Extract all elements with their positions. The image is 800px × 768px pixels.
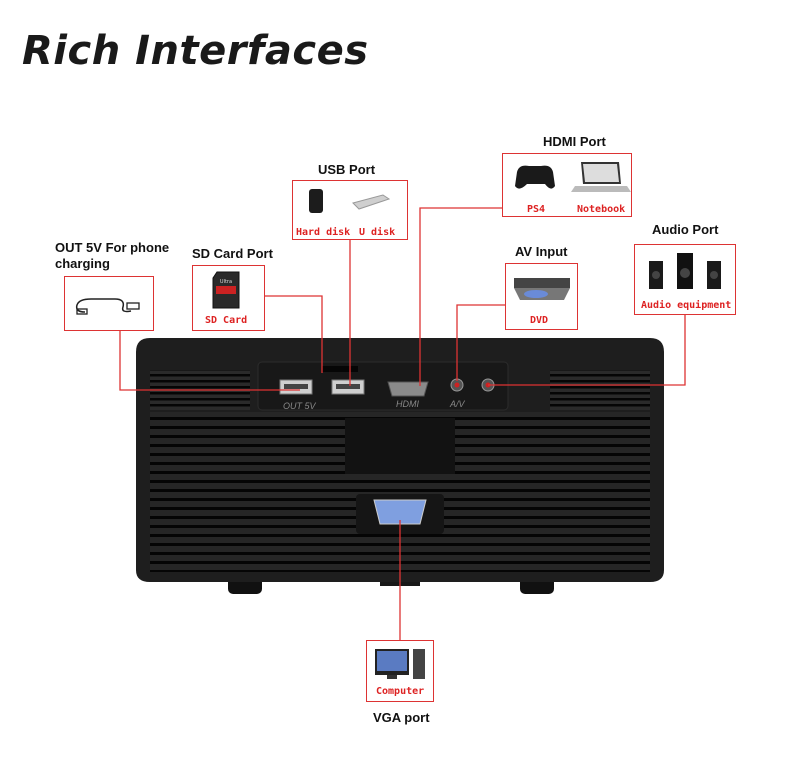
usb-cable-icon [75, 298, 140, 315]
gamepad-icon [515, 165, 555, 189]
fan-panel [345, 418, 455, 474]
svg-text:Ultra: Ultra [220, 279, 232, 285]
usb-out5v-port [279, 379, 313, 395]
dvd-player-icon [514, 278, 570, 300]
hdmi-port-label: HDMI Port [543, 134, 606, 149]
usb-devices-box: Hard disk U disk [292, 180, 408, 240]
out5v-panel-mark: OUT 5V [283, 401, 316, 411]
u-disk-caption: U disk [359, 227, 396, 238]
notebook-caption: Notebook [577, 204, 626, 215]
audio-equipment-caption: Audio equipment [641, 300, 732, 311]
speakers-icon [649, 253, 721, 289]
sd-card-label: SD Card Port [192, 246, 273, 261]
hard-disk-caption: Hard disk [296, 227, 351, 238]
phone-cable-box [64, 276, 154, 331]
audio-port-label: Audio Port [652, 222, 719, 237]
usb-drive-icons [309, 189, 391, 213]
av-jack [450, 378, 464, 392]
right-foot [520, 570, 554, 594]
sd-card-box: Ultra SD Card [192, 265, 265, 331]
laptop-icon [571, 162, 631, 192]
vga-port-label: VGA port [373, 710, 430, 725]
top-left-grille [150, 370, 250, 410]
audio-equipment-box: Audio equipment [634, 244, 736, 315]
usb-port [331, 379, 365, 395]
av-input-label: AV Input [515, 244, 568, 259]
computer-box: Computer [366, 640, 434, 702]
computer-caption: Computer [376, 686, 425, 697]
main-grille [150, 412, 650, 572]
vga-port [373, 499, 427, 525]
sd-card-caption: SD Card [205, 315, 248, 326]
vga-panel [356, 494, 444, 534]
sd-slot [322, 366, 358, 372]
dvd-box: DVD [505, 263, 578, 330]
hdmi-panel-mark: HDMI [396, 399, 419, 409]
page-title: Rich Interfaces [22, 28, 369, 74]
ps4-caption: PS4 [527, 204, 546, 215]
usb-port-label: USB Port [318, 162, 376, 177]
projector-body [136, 338, 664, 582]
sd-card-icon: Ultra [212, 271, 240, 309]
center-foot [380, 570, 420, 586]
hdmi-port [387, 381, 429, 397]
hard-disk-icon [309, 189, 323, 213]
hdmi-device-icons [515, 162, 631, 192]
out5v-label: OUT 5V For phone charging [55, 240, 170, 271]
av-panel-mark: A/V [450, 399, 465, 409]
left-foot [228, 570, 262, 594]
hdmi-devices-box: PS4 Notebook [502, 153, 632, 217]
audio-jack [481, 378, 495, 392]
computer-icon [375, 649, 425, 679]
dvd-caption: DVD [530, 315, 549, 326]
top-right-grille [550, 370, 650, 410]
u-disk-icon [352, 194, 391, 210]
